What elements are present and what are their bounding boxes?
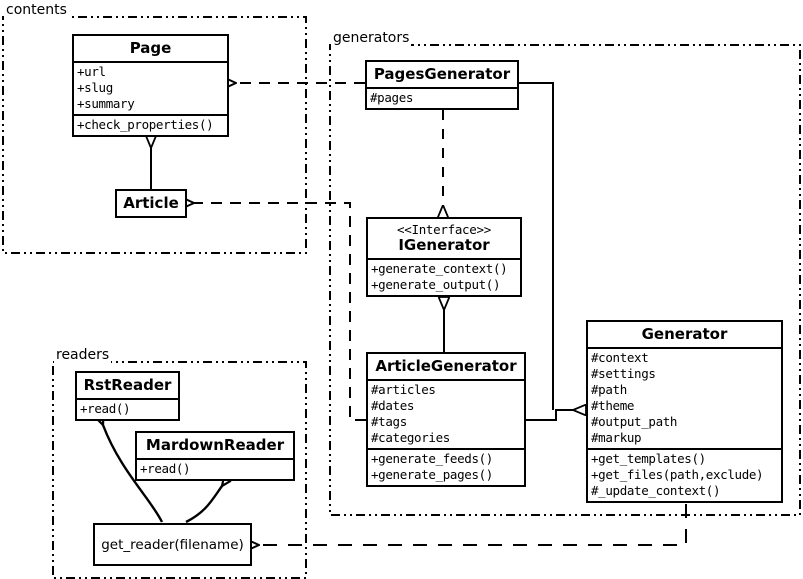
package-frame-contents: [2, 16, 307, 254]
package-frame-generators: [329, 44, 801, 516]
package-frame-readers: [52, 361, 307, 579]
class-igenerator-name: <<Interface>> IGenerator: [368, 219, 520, 258]
operation: +check_properties(): [77, 117, 214, 133]
dependency-articlegenerator-to-article: [194, 203, 366, 421]
class-generator-name: Generator: [641, 325, 728, 343]
class-mardownreader-name: MardownReader: [145, 436, 285, 454]
attribute: +url: [77, 64, 106, 80]
class-articlegenerator[interactable]: ArticleGenerator #articles #dates #tags …: [366, 352, 526, 488]
class-generator-operations: +get_templates() +get_files(path,exclude…: [588, 450, 781, 501]
function-box-get-reader[interactable]: get_reader(filename): [93, 523, 252, 566]
divider: [368, 379, 524, 382]
divider: [368, 448, 524, 451]
class-mardownreader[interactable]: MardownReader +read(): [135, 431, 295, 482]
operation: +generate_pages(): [371, 467, 493, 483]
operation: +get_files(path,exclude): [591, 467, 764, 483]
class-pagesgenerator-attributes: #pages: [367, 89, 517, 108]
attribute: #markup: [591, 430, 642, 446]
call-getreader-to-rstreader: [103, 425, 164, 523]
operation: #_update_context(): [591, 483, 721, 499]
generalization-articlegenerator-to-generator: [526, 410, 573, 421]
attribute: #context: [591, 350, 649, 366]
attribute: #categories: [371, 430, 450, 446]
operation: +get_templates(): [591, 451, 706, 467]
attribute: +slug: [77, 80, 113, 96]
class-articlegenerator-operations: +generate_feeds() +generate_pages(): [368, 450, 524, 485]
attribute: #dates: [371, 398, 415, 414]
attribute: #path: [591, 382, 627, 398]
operation: +generate_feeds(): [371, 451, 493, 467]
operation: +read(): [80, 401, 131, 417]
class-mardownreader-operations: +read(): [137, 460, 293, 479]
package-label-generators: generators: [331, 30, 412, 46]
class-rstreader[interactable]: RstReader +read(): [75, 371, 180, 422]
class-page-attributes: +url +slug +summary: [74, 63, 227, 114]
class-pagesgenerator[interactable]: PagesGenerator #pages: [365, 60, 519, 111]
attribute: #articles: [371, 382, 436, 398]
attribute: #output_path: [591, 414, 678, 430]
class-rstreader-operations: +read(): [77, 400, 178, 419]
attribute: +summary: [77, 96, 135, 112]
class-article[interactable]: Article: [115, 189, 187, 219]
attribute: #settings: [591, 366, 656, 382]
class-igenerator-title: IGenerator: [398, 235, 490, 254]
attribute: #pages: [370, 90, 414, 106]
class-generator[interactable]: Generator #context #settings #path #them…: [586, 320, 783, 504]
divider: [74, 61, 227, 64]
attribute: #theme: [591, 398, 635, 414]
package-label-contents: contents: [4, 2, 69, 18]
divider: [368, 257, 520, 260]
divider: [588, 448, 781, 451]
class-article-name: Article: [123, 194, 179, 212]
attribute: #tags: [371, 414, 407, 430]
class-articlegenerator-name: ArticleGenerator: [375, 357, 517, 375]
dependency-generator-to-getreader: [259, 504, 687, 545]
divider: [74, 114, 227, 117]
class-page-name: Page: [129, 39, 172, 57]
class-page[interactable]: Page +url +slug +summary +check_properti…: [72, 34, 229, 138]
class-articlegenerator-attributes: #articles #dates #tags #categories: [368, 381, 524, 448]
class-igenerator[interactable]: <<Interface>> IGenerator +generate_conte…: [366, 217, 522, 297]
call-getreader-to-mardownreader: [185, 486, 222, 524]
class-igenerator-stereotype: <<Interface>>: [397, 222, 491, 237]
class-rstreader-name: RstReader: [83, 376, 172, 394]
operation: +generate_output(): [371, 276, 501, 292]
operation: +generate_context(): [371, 260, 508, 276]
class-pagesgenerator-name: PagesGenerator: [373, 65, 511, 83]
divider: [137, 458, 293, 461]
operation: +read(): [140, 461, 191, 477]
divider: [77, 398, 178, 401]
divider: [367, 87, 517, 90]
class-igenerator-operations: +generate_context() +generate_output(): [368, 260, 520, 295]
generalization-pagesgenerator-to-generator: [519, 82, 554, 410]
class-generator-attributes: #context #settings #path #theme #output_…: [588, 349, 781, 448]
class-page-operations: +check_properties(): [74, 116, 227, 135]
package-label-readers: readers: [54, 347, 112, 363]
divider: [588, 347, 781, 350]
